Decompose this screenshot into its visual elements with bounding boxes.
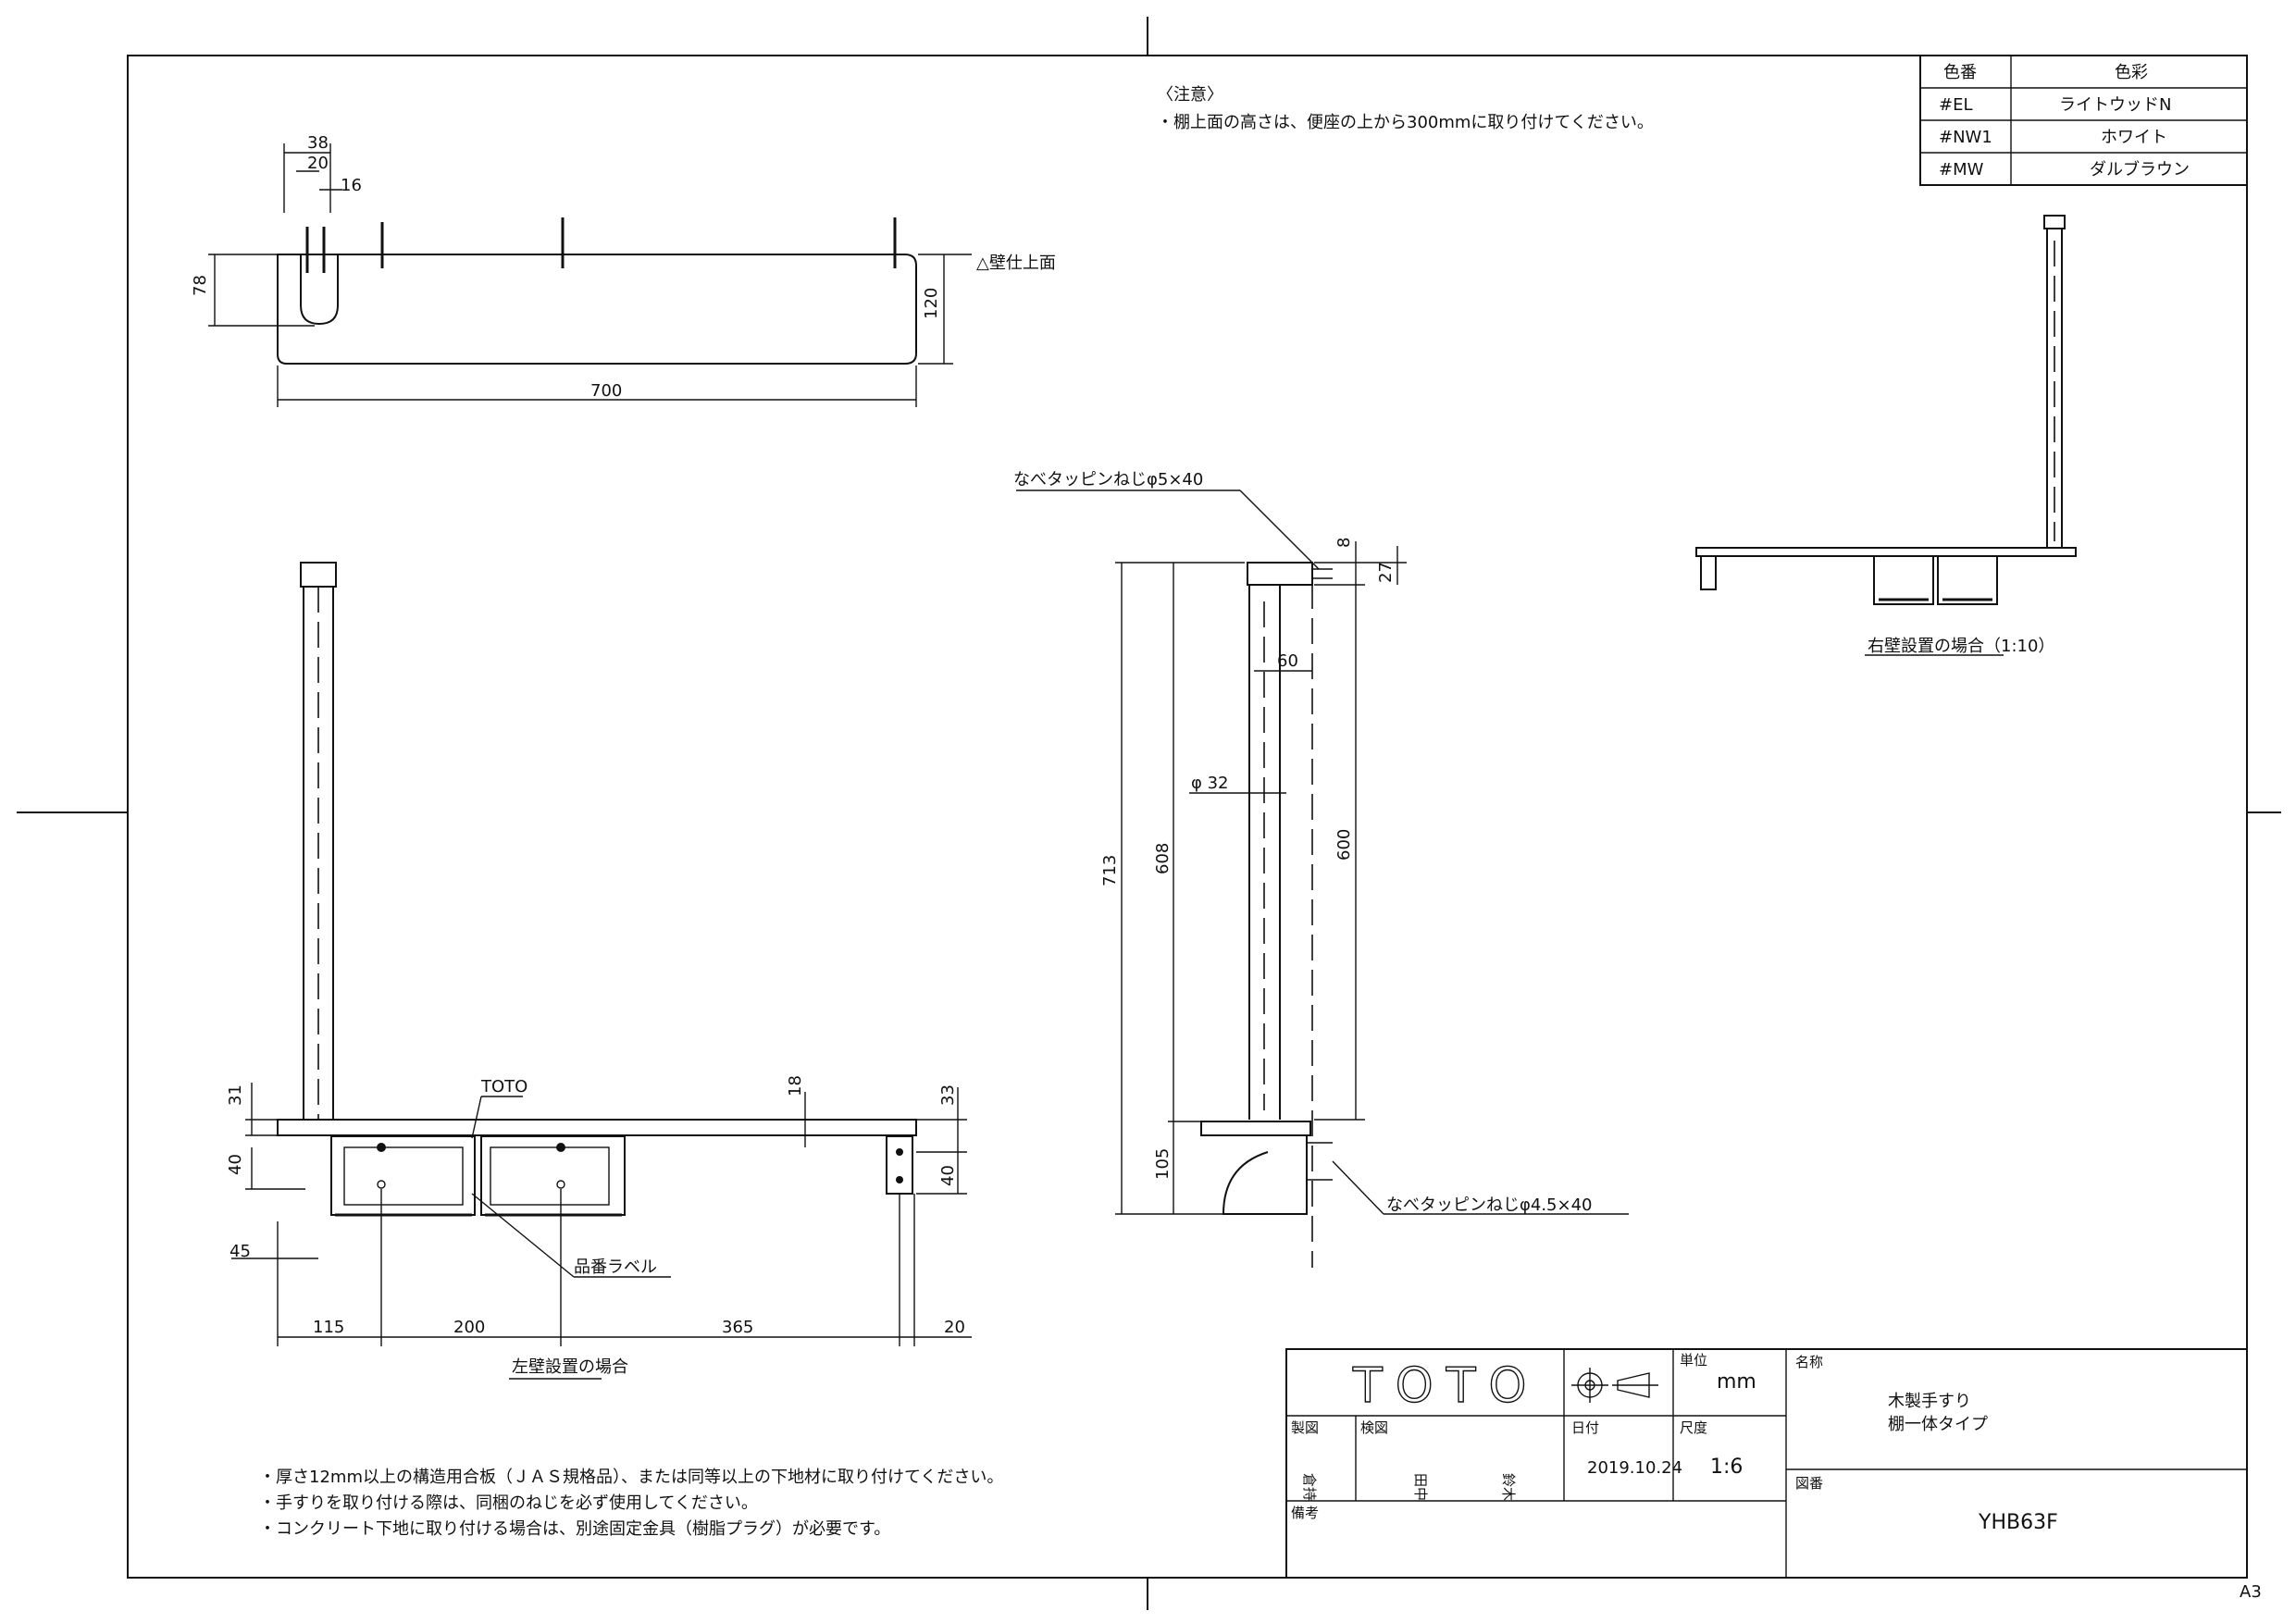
checked-label: 検図 bbox=[1360, 1419, 1388, 1436]
color-code: #MW bbox=[1939, 160, 1984, 180]
bottom-note-1: ・厚さ12mm以上の構造用合板（ＪＡＳ規格品）、または同等以上の下地材に取り付け… bbox=[259, 1468, 1003, 1487]
remarks-label: 備考 bbox=[1291, 1505, 1319, 1521]
dim-38: 38 bbox=[307, 133, 329, 153]
color-name: ホワイト bbox=[2101, 128, 2167, 147]
screw-bottom-label: なべタッピンねじφ4.5×40 bbox=[1386, 1196, 1593, 1215]
dim-713: 713 bbox=[1100, 855, 1120, 886]
color-name: ダルブラウン bbox=[2090, 159, 2190, 180]
dim-120: 120 bbox=[922, 288, 941, 319]
bottom-note-2: ・手すりを取り付ける際は、同梱のねじを必ず使用してください。 bbox=[259, 1493, 758, 1513]
dim-60: 60 bbox=[1277, 651, 1298, 671]
dim-32: φ 32 bbox=[1191, 774, 1229, 793]
dim-700: 700 bbox=[590, 381, 622, 401]
color-code: #EL bbox=[1939, 95, 1972, 115]
dim-18: 18 bbox=[786, 1075, 805, 1096]
dim-78: 78 bbox=[191, 275, 210, 296]
top-note: ・棚上面の高さは、便座の上から300mmに取り付けてください。 bbox=[1157, 113, 1654, 132]
unit-label: 単位 bbox=[1680, 1352, 1707, 1369]
bottom-note-3: ・コンクリート下地に取り付ける場合は、別途固定金具（樹脂プラグ）が必要です。 bbox=[259, 1519, 890, 1539]
sheet-size: A3 bbox=[2240, 1582, 2262, 1602]
color-table-header-color: 色彩 bbox=[2115, 63, 2148, 82]
dim-105: 105 bbox=[1153, 1148, 1173, 1180]
wall-finish-label: △壁仕上面 bbox=[976, 254, 1056, 273]
dim-40-right: 40 bbox=[938, 1165, 958, 1186]
dim-600: 600 bbox=[1334, 829, 1354, 861]
dim-20: 20 bbox=[307, 154, 329, 173]
dim-27: 27 bbox=[1376, 562, 1396, 583]
dim-33: 33 bbox=[938, 1084, 958, 1106]
color-table bbox=[1919, 55, 2248, 186]
sheet-frame bbox=[17, 17, 2281, 1610]
toto-label: TOTO bbox=[480, 1077, 527, 1096]
scale-label: 尺度 bbox=[1680, 1419, 1707, 1436]
dim-365: 365 bbox=[722, 1318, 753, 1337]
drawing-number: YHB63F bbox=[1978, 1511, 2058, 1534]
dim-115: 115 bbox=[313, 1318, 344, 1337]
color-name: ライトウッドN bbox=[2059, 95, 2171, 115]
title-block bbox=[1285, 1348, 2248, 1579]
side-view bbox=[1016, 489, 1629, 1268]
right-wall-view bbox=[1695, 215, 2077, 656]
unit-value: mm bbox=[1717, 1370, 1756, 1394]
name-label: 名称 bbox=[1795, 1354, 1823, 1370]
screw-top-label: なべタッピンねじφ5×40 bbox=[1013, 470, 1203, 489]
dim-45: 45 bbox=[230, 1242, 251, 1261]
date-label: 日付 bbox=[1571, 1419, 1599, 1436]
dim-608: 608 bbox=[1153, 843, 1173, 874]
date-value: 2019.10.24 bbox=[1587, 1458, 1682, 1478]
front-view bbox=[231, 562, 972, 1380]
dim-40-left: 40 bbox=[226, 1154, 245, 1175]
dim-31: 31 bbox=[226, 1084, 245, 1106]
dim-16: 16 bbox=[341, 176, 362, 195]
drawn-stamp: 倉持 bbox=[1301, 1473, 1318, 1501]
plan-view bbox=[208, 143, 972, 407]
checked-stamp-2: 鈴木 bbox=[1500, 1473, 1517, 1501]
notes-header: 〈注意〉 bbox=[1157, 85, 1223, 105]
front-view-caption: 左壁設置の場合 bbox=[512, 1357, 628, 1377]
dim-200: 200 bbox=[453, 1318, 485, 1337]
right-view-caption: 右壁設置の場合（1:10） bbox=[1868, 637, 2054, 656]
dim-8: 8 bbox=[1334, 538, 1354, 548]
color-table-header-code: 色番 bbox=[1943, 63, 1977, 82]
scale-value: 1:6 bbox=[1710, 1456, 1743, 1479]
drawing-no-label: 図番 bbox=[1795, 1475, 1823, 1492]
toto-logo: TOTO bbox=[1352, 1358, 1539, 1414]
drawn-label: 製図 bbox=[1291, 1419, 1319, 1436]
color-code: #NW1 bbox=[1939, 128, 1992, 147]
product-name-line1: 木製手すり bbox=[1888, 1392, 1971, 1411]
product-name-line2: 棚一体タイプ bbox=[1888, 1415, 1988, 1434]
checked-stamp-1: 田中 bbox=[1412, 1473, 1429, 1501]
part-number-label: 品番ラベル bbox=[574, 1258, 657, 1277]
dim-20: 20 bbox=[944, 1318, 965, 1337]
